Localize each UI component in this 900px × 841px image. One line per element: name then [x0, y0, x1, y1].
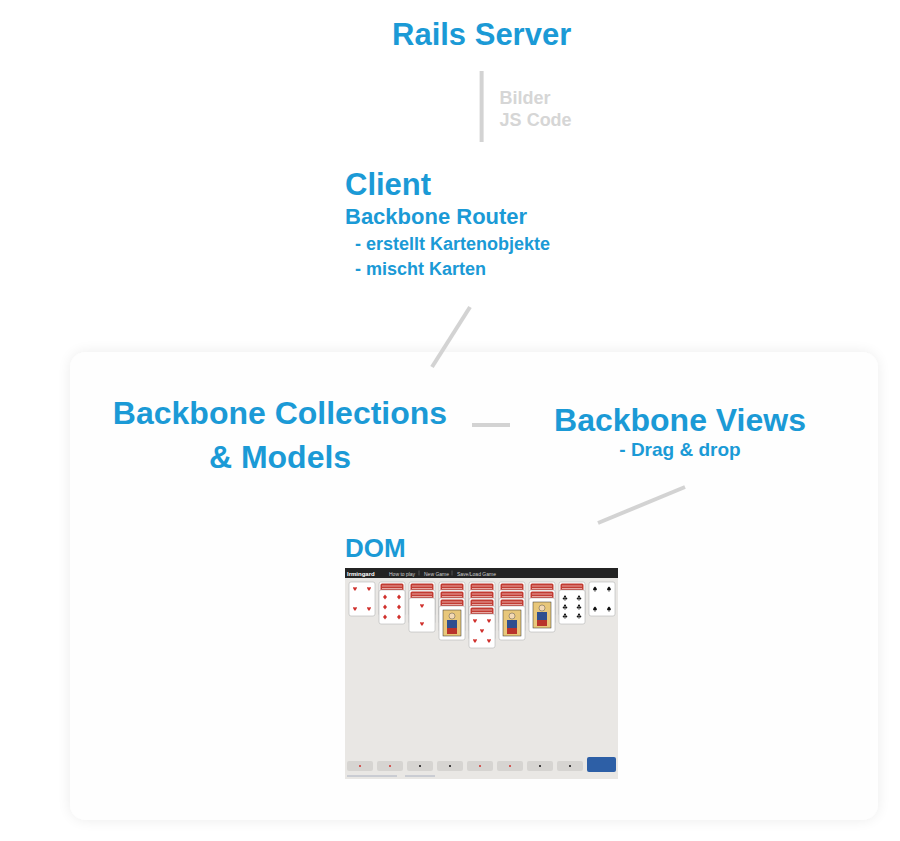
client-block: ClientBackbone Router- erstellt Kartenob… [341, 142, 554, 307]
node-title: Backbone Views [554, 402, 806, 438]
deal-button [587, 757, 616, 772]
dom-block: DOM [341, 523, 622, 784]
node-title: Rails Server [392, 17, 571, 53]
slot-suits [359, 765, 571, 767]
node-title: DOM [345, 533, 618, 563]
models-block: Backbone Collections & Models [88, 367, 472, 483]
node-text: - Drag & drop [554, 438, 806, 462]
panel-ground [70, 352, 878, 820]
connector-line [598, 487, 685, 523]
node-text: - erstellt Kartenobjekte [355, 232, 550, 257]
foundation-slots [347, 761, 583, 771]
node-title: Client [345, 168, 550, 202]
screen-menu-text: Irmingard [347, 570, 375, 578]
screen-menu-text: New Game [424, 571, 449, 578]
game-screenshot [345, 568, 618, 779]
connector-line [480, 71, 484, 142]
footer-lines [347, 776, 435, 777]
views-block: Backbone Views- Drag & drop [510, 398, 814, 487]
screen-menu-text: How to play [389, 571, 415, 578]
card-columns [349, 582, 615, 648]
node-text: - mischt Karten [355, 257, 550, 282]
node-text: Backbone Router [345, 202, 550, 232]
connector-line [432, 307, 470, 367]
screen-menu-text: Save/Load Game [457, 571, 496, 578]
screen-ground [345, 568, 618, 779]
menu-bar [345, 568, 618, 578]
connector-line [472, 423, 510, 427]
node-title: Backbone Collections & Models [105, 391, 455, 479]
edge-label: Bilder JS Code [500, 87, 576, 131]
server-title: Rails Server [388, 13, 575, 71]
